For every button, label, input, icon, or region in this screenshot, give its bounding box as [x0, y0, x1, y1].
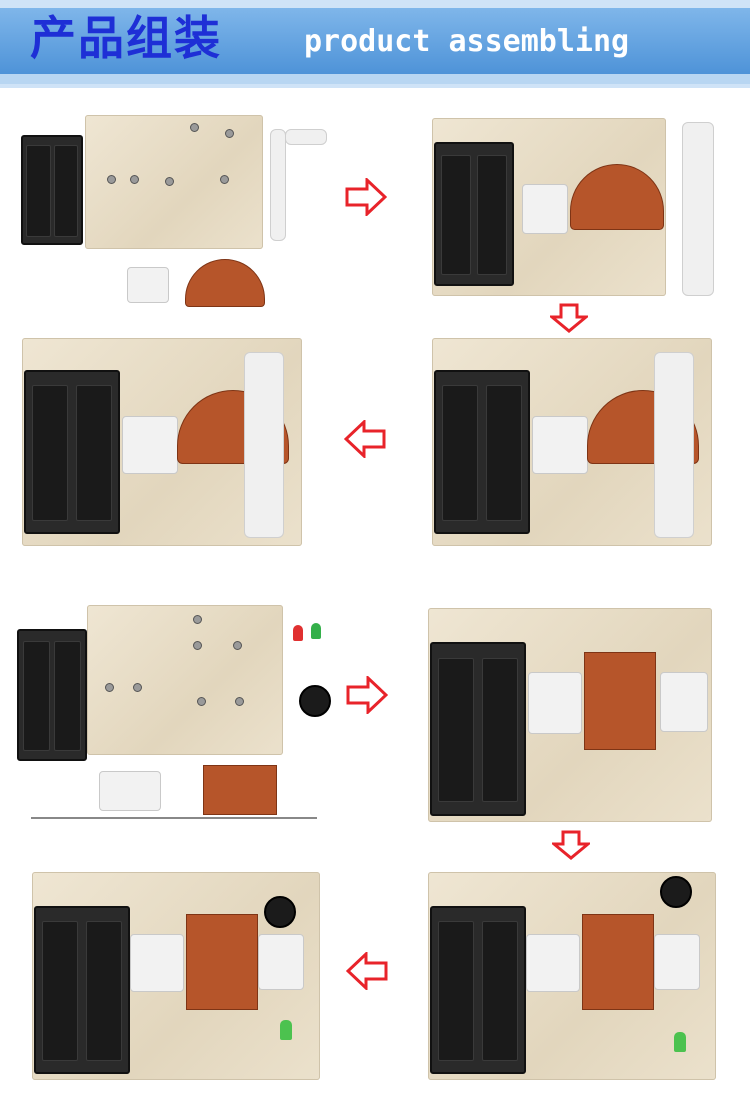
- buzzer: [660, 876, 692, 908]
- green-led: [280, 1020, 292, 1040]
- arrow-icon: [552, 830, 590, 860]
- wire-clip: [522, 184, 568, 234]
- photo-step-6: [428, 608, 714, 824]
- wire-clip: [99, 771, 161, 811]
- key-bracket: [244, 352, 284, 538]
- wire-clip: [532, 416, 588, 474]
- banner-bar: [0, 8, 750, 74]
- wire-clip: [526, 934, 580, 992]
- key-bracket-hook: [285, 129, 327, 145]
- photo-step-2: [432, 118, 737, 300]
- wood-board: [87, 605, 283, 755]
- battery-holder: [430, 906, 526, 1074]
- wire-clip: [130, 934, 184, 992]
- pcb-board: [584, 652, 656, 750]
- arrow-icon: [345, 178, 387, 216]
- screw: [235, 697, 244, 706]
- screw: [105, 683, 114, 692]
- screw: [220, 175, 229, 184]
- screw: [233, 641, 242, 650]
- buzzer: [299, 685, 331, 717]
- wire-clip: [528, 672, 582, 734]
- screw: [197, 697, 206, 706]
- photo-step-8: [32, 872, 322, 1082]
- arrow-icon: [346, 952, 388, 990]
- arrow-icon: [550, 303, 588, 333]
- wire-clip: [654, 934, 700, 990]
- arrow-icon: [346, 676, 388, 714]
- banner-strip: [0, 74, 750, 84]
- battery-holder: [434, 142, 514, 286]
- header-banner: 产品组装 product assembling: [0, 0, 750, 88]
- red-led: [293, 625, 303, 641]
- buzzer: [264, 896, 296, 928]
- battery-holder: [430, 642, 526, 816]
- key-bracket: [270, 129, 286, 241]
- wire-clip: [127, 267, 169, 303]
- antenna-wire: [31, 817, 317, 819]
- pcb-board: [582, 914, 654, 1010]
- screw: [133, 683, 142, 692]
- photo-step-1-parts: [15, 115, 335, 315]
- key-bracket: [654, 352, 694, 538]
- page-title-cn: 产品组装: [30, 11, 222, 65]
- screw: [107, 175, 116, 184]
- wire-clip: [660, 672, 708, 732]
- screw: [193, 615, 202, 624]
- photo-step-7: [428, 872, 718, 1082]
- arrow-icon: [344, 420, 386, 458]
- key-bracket: [682, 122, 714, 296]
- screw: [130, 175, 139, 184]
- pcb-board: [186, 914, 258, 1010]
- wire-clip: [122, 416, 178, 474]
- screw: [165, 177, 174, 186]
- battery-holder: [34, 906, 130, 1074]
- battery-holder: [24, 370, 120, 534]
- battery-holder: [17, 629, 87, 761]
- battery-holder: [21, 135, 83, 245]
- photo-step-5-parts: [15, 605, 333, 827]
- wire-clip: [258, 934, 304, 990]
- screw: [193, 641, 202, 650]
- photo-step-4: [22, 338, 304, 548]
- battery-holder: [434, 370, 530, 534]
- photo-step-3: [432, 338, 714, 548]
- screw: [190, 123, 199, 132]
- green-led: [674, 1032, 686, 1052]
- page-title-en: product assembling: [304, 24, 630, 59]
- pcb-board: [185, 259, 265, 307]
- pcb-board: [203, 765, 277, 815]
- screw: [225, 129, 234, 138]
- green-led: [311, 623, 321, 639]
